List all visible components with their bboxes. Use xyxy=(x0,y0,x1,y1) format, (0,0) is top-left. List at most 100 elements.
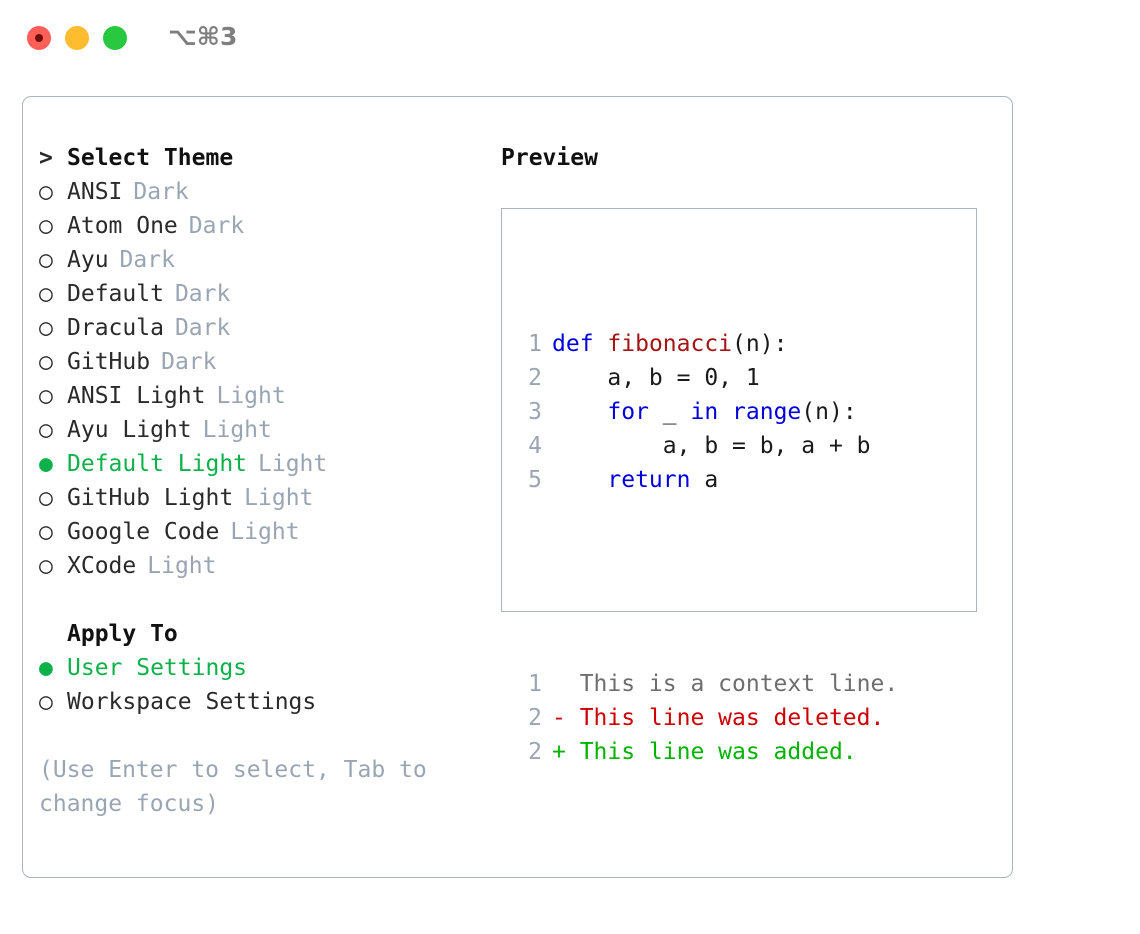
apply-to-item[interactable]: ●User Settings xyxy=(39,651,489,685)
code-line: 3 for _ in range(n): xyxy=(514,395,898,429)
code-token: fibonacci xyxy=(607,331,733,357)
radio-unselected-icon: ○ xyxy=(39,485,53,511)
code-diff-gap xyxy=(514,565,898,599)
theme-item-tag: Dark xyxy=(133,179,189,205)
radio-unselected-icon: ○ xyxy=(39,417,53,443)
code-line: 2 a, b = 0, 1 xyxy=(514,361,898,395)
line-number: 1 xyxy=(528,331,542,357)
code-line: 5 return a xyxy=(514,463,898,497)
window-title: ⌥⌘3 xyxy=(168,22,238,51)
theme-item[interactable]: ○ GitHub Dark xyxy=(39,345,489,379)
apply-to-item-label: Workspace Settings xyxy=(67,689,317,715)
line-number: 2 xyxy=(528,739,542,765)
radio-unselected-icon: ○ xyxy=(39,315,53,341)
line-number: 1 xyxy=(528,671,542,697)
code-token: (n): xyxy=(801,399,857,425)
radio-unselected-icon: ○ xyxy=(39,281,53,307)
diff-line: 1 This is a context line. xyxy=(514,667,898,701)
title-bar: ⌥⌘3 xyxy=(0,0,1140,78)
apply-to-item-label: User Settings xyxy=(67,655,248,681)
code-token: _ xyxy=(648,399,691,425)
diff-line: 2 + This line was added. xyxy=(514,735,898,769)
line-number: 4 xyxy=(528,433,542,459)
diff-line-text: - This line was deleted. xyxy=(552,705,885,731)
theme-item-label: ANSI xyxy=(67,179,123,205)
preview-title: Preview xyxy=(501,145,598,171)
theme-item-tag: Dark xyxy=(174,281,231,307)
radio-unselected-icon: ○ xyxy=(39,247,53,273)
code-token: def xyxy=(552,331,594,357)
keyboard-hint: (Use Enter to select, Tab to change focu… xyxy=(39,757,427,817)
radio-unselected-icon: ○ xyxy=(39,553,53,579)
code-token xyxy=(552,399,607,425)
theme-item-tag: Light xyxy=(202,417,272,443)
traffic-lights xyxy=(27,26,127,50)
zoom-light[interactable] xyxy=(103,26,127,50)
theme-item[interactable]: ○ Ayu Dark xyxy=(39,243,489,277)
theme-item-tag: Light xyxy=(258,451,328,477)
theme-item-label: Ayu xyxy=(67,247,109,273)
code-token xyxy=(594,331,608,357)
code-token: in xyxy=(690,399,719,425)
radio-unselected-icon: ○ xyxy=(39,519,53,545)
theme-item-label: Google Code xyxy=(67,519,220,545)
theme-item-label: ANSI Light xyxy=(67,383,206,409)
theme-item-label: Dracula xyxy=(67,315,164,341)
diff-line-text: This is a context line. xyxy=(552,671,899,697)
theme-item-tag: Light xyxy=(147,553,217,579)
line-number: 2 xyxy=(528,705,542,731)
apply-to-label: Apply To xyxy=(67,621,178,647)
minimize-light[interactable] xyxy=(65,26,89,50)
code-token: range xyxy=(732,399,802,425)
theme-item-tag: Dark xyxy=(119,247,175,273)
apply-to-item[interactable]: ○Workspace Settings xyxy=(39,685,489,719)
theme-item[interactable]: ○ Dracula Dark xyxy=(39,311,489,345)
theme-item-tag: Light xyxy=(216,383,286,409)
theme-item[interactable]: ○ Google Code Light xyxy=(39,515,489,549)
theme-item-label: XCode xyxy=(67,553,137,579)
code-token xyxy=(552,467,607,493)
theme-item[interactable]: ○ ANSI Dark xyxy=(39,175,489,209)
code-token: (n): xyxy=(732,331,788,357)
theme-item-label: GitHub xyxy=(67,349,151,375)
theme-item[interactable]: ● Default Light Light xyxy=(39,447,489,481)
select-theme-label: Select Theme xyxy=(67,145,234,171)
close-light[interactable] xyxy=(27,26,51,50)
theme-item-label: Default Light xyxy=(67,451,248,477)
radio-selected-icon: ● xyxy=(39,451,53,477)
select-theme-prompt: > Select Theme xyxy=(39,141,489,175)
theme-item-tag: Dark xyxy=(188,213,245,239)
theme-item-tag: Dark xyxy=(161,349,217,375)
line-number: 5 xyxy=(528,467,542,493)
theme-item-tag: Dark xyxy=(174,315,231,341)
code-token xyxy=(718,399,732,425)
theme-item-label: GitHub Light xyxy=(67,485,234,511)
code-token: return xyxy=(607,467,691,493)
diff-line: 2 - This line was deleted. xyxy=(514,701,898,735)
code-token: a, b = b, a + b xyxy=(552,433,871,459)
theme-item-label: Atom One xyxy=(67,213,178,239)
apply-to-list: ●User Settings○Workspace Settings xyxy=(39,651,489,719)
radio-unselected-icon: ○ xyxy=(39,349,53,375)
theme-item[interactable]: ○ XCode Light xyxy=(39,549,489,583)
line-number: 3 xyxy=(528,399,542,425)
theme-item-tag: Light xyxy=(230,519,300,545)
diff-line-text: + This line was added. xyxy=(552,739,857,765)
list-gap xyxy=(39,583,489,617)
radio-unselected-icon: ○ xyxy=(39,179,53,205)
code-line: 4 a, b = b, a + b xyxy=(514,429,898,463)
apply-to-heading: Apply To xyxy=(39,617,489,651)
code-token: for xyxy=(607,399,649,425)
code-token: a xyxy=(690,467,719,493)
